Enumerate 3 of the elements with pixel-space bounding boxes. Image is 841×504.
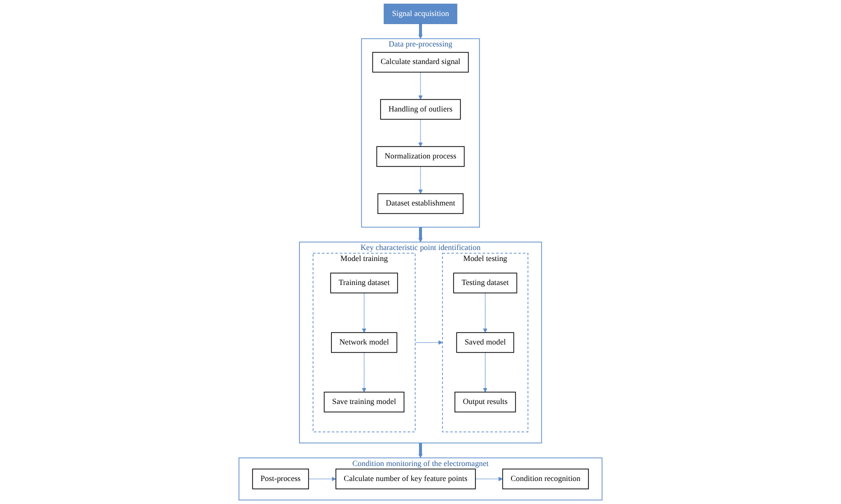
- arrow: [418, 24, 423, 39]
- arrow: [418, 226, 423, 242]
- arrow: [418, 442, 423, 458]
